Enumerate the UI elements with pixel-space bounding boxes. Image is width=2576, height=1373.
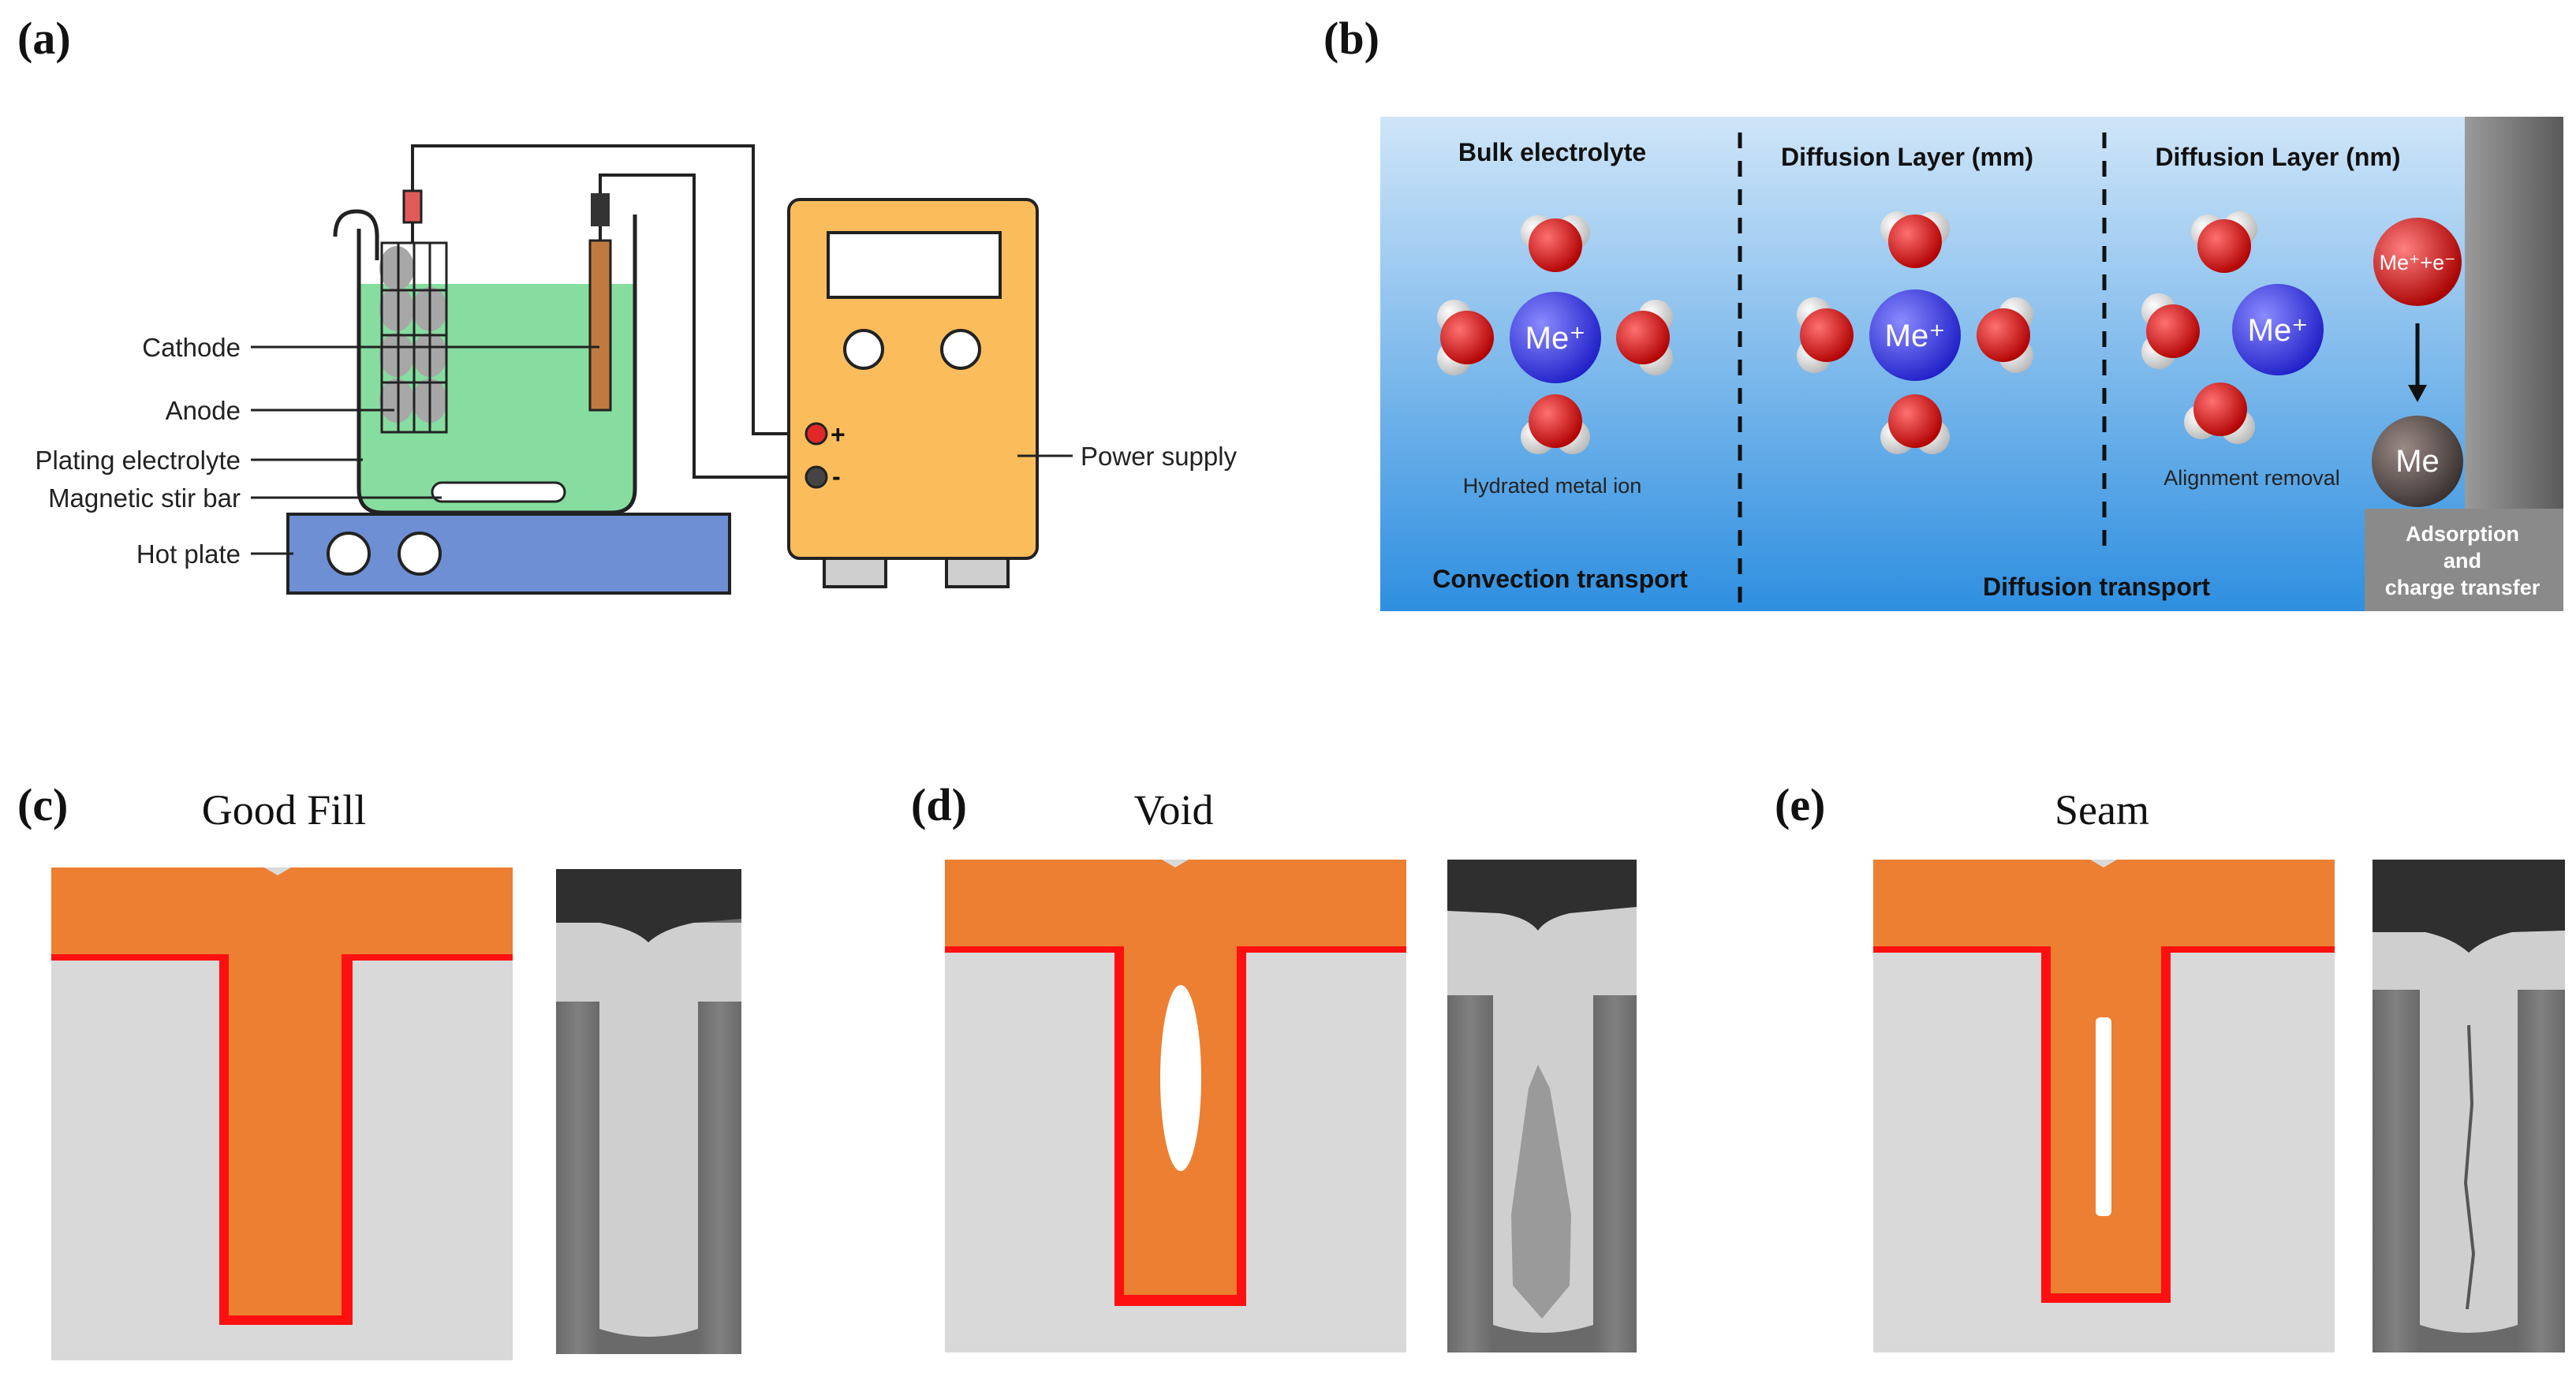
metal-atom-sphere — [2372, 416, 2463, 507]
caption-hydrated: Hydrated metal ion — [1463, 474, 1642, 498]
panel-c-label: (c) — [17, 779, 68, 830]
caption-diffusion: Diffusion transport — [1983, 573, 2210, 601]
hydrated-ion-1: Me⁺ — [1437, 215, 1673, 454]
power-supply-knob-2 — [940, 329, 981, 370]
panel-d-title: Void — [1133, 786, 1213, 834]
caption-adsorption-3: charge transfer — [2385, 576, 2541, 599]
panel-a-label: (a) — [17, 13, 71, 64]
panel-d-label: (d) — [911, 779, 967, 830]
hot-plate-knob-2 — [398, 532, 442, 576]
power-supply-display — [827, 231, 1002, 299]
metal-ion-3 — [2232, 284, 2324, 375]
c-sem-image — [556, 869, 741, 1354]
metal-ion-1-label: Me⁺ — [1525, 321, 1586, 356]
power-supply-knob-1 — [843, 329, 884, 370]
anode-basket — [379, 189, 448, 434]
caption-adsorption-1: Adsorption — [2406, 522, 2519, 546]
panel-b: (b) Bulk electrolyte Diffusion Layer (mm… — [1323, 13, 2563, 611]
terminal-positive — [805, 422, 828, 446]
hot-plate-knob-1 — [327, 532, 371, 576]
metal-ion-1 — [1510, 292, 1601, 383]
e-sem-image — [2373, 860, 2565, 1352]
panel-b-label: (b) — [1323, 13, 1379, 64]
hydrated-ion-2: Me⁺ — [1797, 211, 2033, 454]
reduction-arrowhead — [2408, 385, 2427, 402]
label-stir-bar: Magnetic stir bar — [48, 483, 241, 513]
metal-ion-2 — [1869, 289, 1961, 381]
wire-positive — [411, 144, 806, 435]
caption-adsorption-2: and — [2443, 549, 2481, 573]
cathode-rod — [588, 193, 612, 412]
terminal-minus-sign: - — [832, 462, 841, 491]
terminal-plus-sign: + — [831, 420, 846, 449]
panel-a: (a) — [17, 13, 1238, 595]
label-anode: Anode — [166, 396, 241, 425]
panel-d: (d) Void — [911, 779, 1637, 1352]
zone-bulk: Bulk electrolyte — [1458, 138, 1646, 166]
panel-e: (e) Seam — [1775, 779, 2565, 1352]
e-seam — [2096, 1017, 2111, 1216]
terminal-negative — [805, 465, 828, 489]
wire-negative — [599, 173, 806, 479]
caption-convection: Convection transport — [1432, 565, 1688, 593]
d-sem-image — [1447, 860, 1637, 1352]
zone-diff-nm: Diffusion Layer (nm) — [2155, 143, 2400, 171]
metal-ion-2-label: Me⁺ — [1885, 319, 1946, 353]
label-power-supply: Power supply — [1081, 442, 1238, 471]
ion-electron-label: Me⁺+e⁻ — [2380, 251, 2456, 274]
panel-c: (c) Good Fill — [17, 779, 741, 1360]
hydrated-ion-3: Me⁺ — [2141, 211, 2324, 444]
c-copper-fill — [51, 867, 513, 1315]
panel-e-label: (e) — [1775, 779, 1825, 830]
panel-c-title: Good Fill — [202, 786, 367, 834]
thermometer-hook — [333, 209, 379, 260]
adsorption-block — [2365, 509, 2563, 611]
caption-alignment: Alignment removal — [2163, 466, 2340, 490]
ion-electron-sphere — [2373, 218, 2462, 306]
d-void — [1160, 985, 1201, 1171]
zone-diff-mm: Diffusion Layer (mm) — [1781, 143, 2033, 171]
metal-ion-3-label: Me⁺ — [2248, 313, 2309, 348]
label-hot-plate: Hot plate — [136, 539, 241, 569]
panel-e-title: Seam — [2055, 786, 2149, 834]
metal-atom-label: Me — [2395, 444, 2440, 479]
stir-bar — [431, 481, 566, 503]
label-cathode: Cathode — [142, 333, 241, 362]
label-electrolyte: Plating electrolyte — [35, 446, 241, 475]
